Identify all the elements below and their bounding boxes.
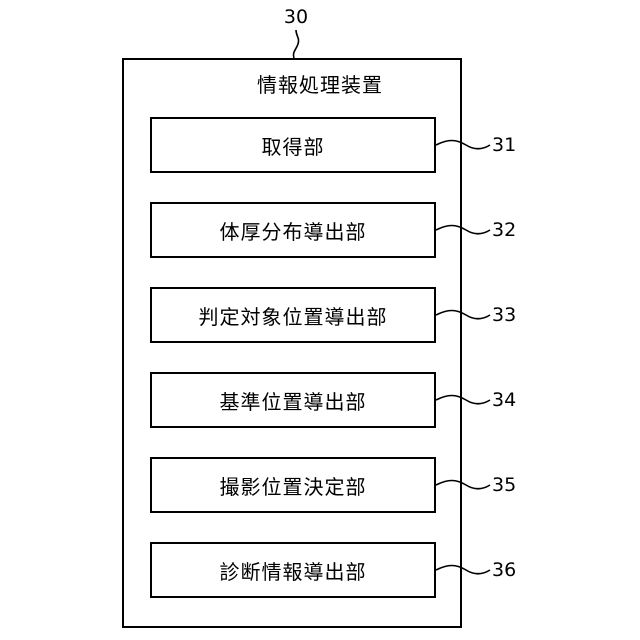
body-thickness-distribution-unit-reference: 32 bbox=[492, 219, 528, 241]
body-thickness-distribution-unit-box: 体厚分布導出部 bbox=[150, 202, 436, 258]
diagnostic-info-unit-reference: 36 bbox=[492, 559, 528, 581]
device-title: 情報処理装置 bbox=[0, 72, 640, 98]
target-position-unit-reference: 33 bbox=[492, 304, 528, 326]
reference-position-unit-reference: 34 bbox=[492, 389, 528, 411]
imaging-position-unit-box: 撮影位置決定部 bbox=[150, 457, 436, 513]
diagnostic-info-unit-box: 診断情報導出部 bbox=[150, 542, 436, 598]
reference-position-unit-box: 基準位置導出部 bbox=[150, 372, 436, 428]
acquisition-unit-box: 取得部 bbox=[150, 117, 436, 173]
target-position-unit-box: 判定対象位置導出部 bbox=[150, 287, 436, 343]
acquisition-unit-reference: 31 bbox=[492, 134, 528, 156]
device-leader-line bbox=[293, 30, 298, 58]
imaging-position-unit-reference: 35 bbox=[492, 474, 528, 496]
